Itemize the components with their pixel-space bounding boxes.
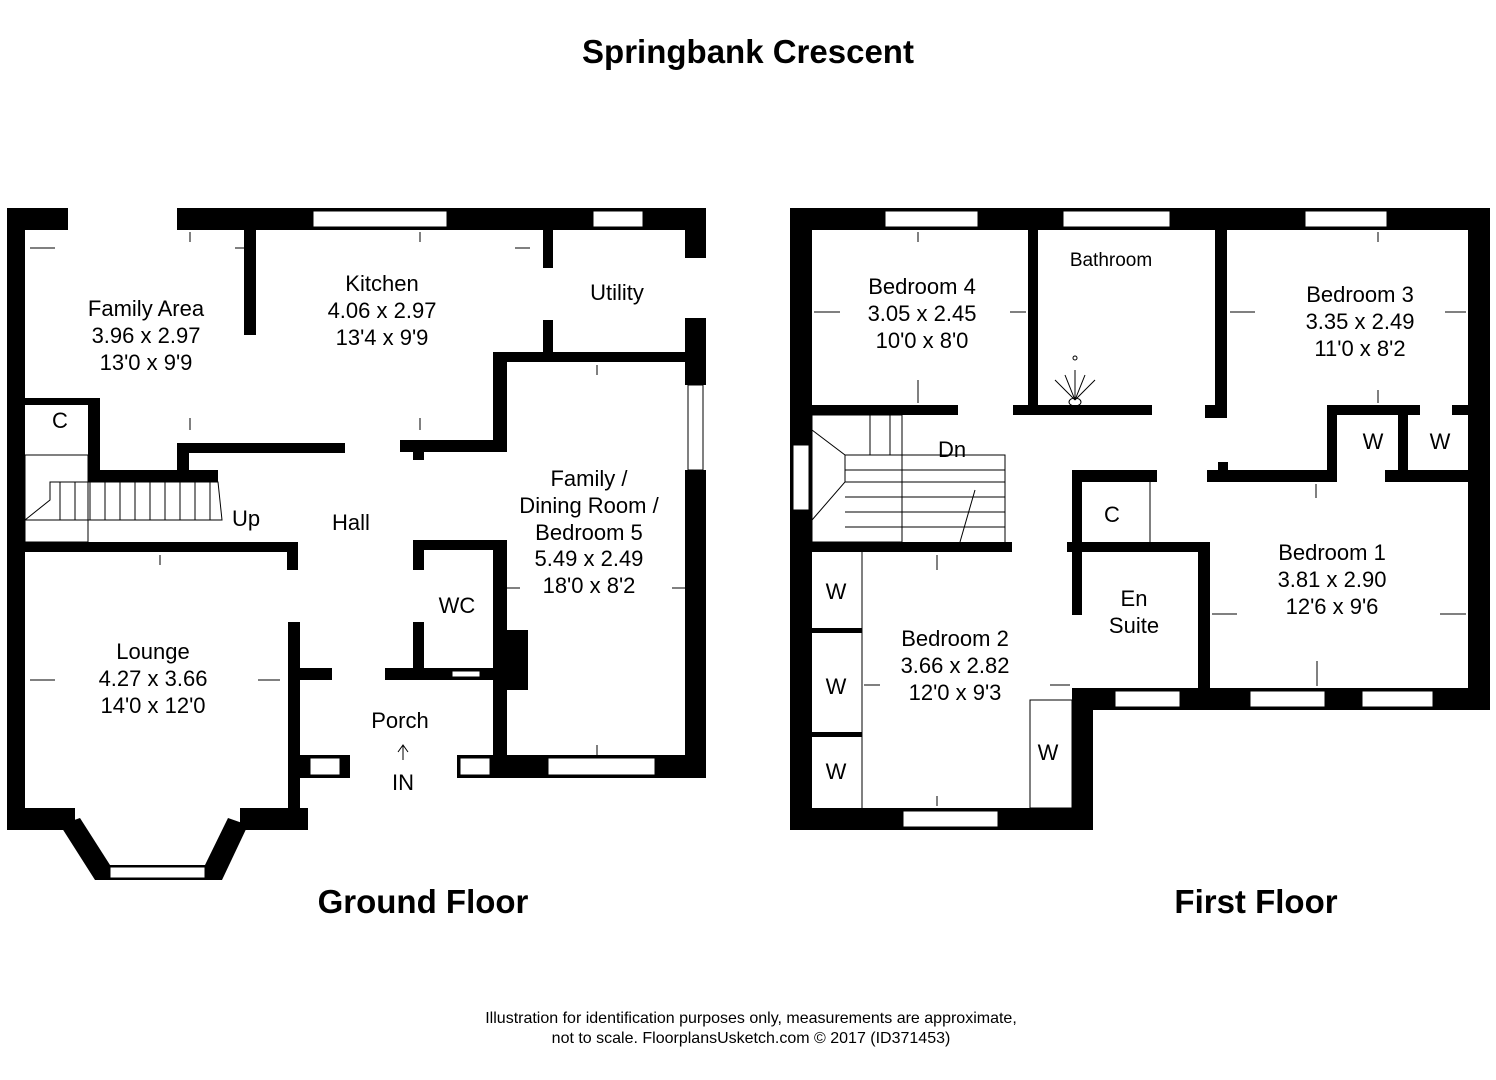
room-metric: 3.35 x 2.49 (1305, 308, 1415, 334)
room-metric: 5.49 x 2.49 (534, 546, 644, 572)
room-imperial: 13'0 x 9'9 (99, 349, 193, 375)
room-family-area: Family Area 3.96 x 2.97 13'0 x 9'9 (88, 296, 204, 376)
room-utility: Utility (590, 280, 644, 305)
room-name: Lounge (116, 639, 190, 664)
first-floor-windows (792, 210, 1434, 828)
cupboard-label: C (1104, 502, 1120, 527)
stairs-up-label: Up (231, 506, 261, 531)
wardrobe-label: W (825, 759, 847, 784)
disclaimer-line-2: not to scale. FloorplansUsketch.com © 20… (551, 1029, 951, 1047)
room-bathroom: Bathroom (1069, 250, 1153, 271)
room-name-line1: En (1120, 586, 1148, 611)
room-name: Bedroom 3 (1306, 282, 1414, 307)
first-floor-fittings (811, 355, 1151, 809)
room-name: Bedroom 4 (868, 274, 976, 299)
page-title: Springbank Crescent (582, 33, 914, 70)
room-hall: Hall (332, 510, 370, 535)
room-kitchen: Kitchen 4.06 x 2.97 13'4 x 9'9 (328, 271, 437, 351)
room-imperial: 13'4 x 9'9 (335, 324, 429, 350)
room-metric: 4.27 x 3.66 (98, 665, 208, 691)
disclaimer: Illustration for identification purposes… (485, 1009, 1017, 1048)
room-imperial: 11'0 x 8'2 (1314, 335, 1406, 361)
room-name: Bedroom 1 (1278, 540, 1386, 565)
wardrobe-label: W (1362, 429, 1384, 454)
room-metric: 3.81 x 2.90 (1277, 566, 1387, 592)
room-imperial: 14'0 x 12'0 (100, 692, 206, 718)
wardrobe-label: W (1429, 429, 1451, 454)
ground-floor-heading: Ground Floor (317, 883, 529, 920)
room-name: Bedroom 2 (901, 626, 1009, 651)
room-porch: Porch (371, 708, 429, 733)
room-name-line3: Bedroom 5 (535, 519, 643, 545)
room-bedroom-1: Bedroom 1 3.81 x 2.90 12'6 x 9'6 (1278, 540, 1387, 620)
first-floor-heading: First Floor (1174, 883, 1338, 920)
room-metric: 3.96 x 2.97 (91, 322, 201, 348)
room-lounge: Lounge 4.27 x 3.66 14'0 x 12'0 (99, 639, 208, 719)
room-family-dining: Family / Dining Room / Bedroom 5 5.49 x … (519, 466, 658, 600)
entrance-label: IN (392, 770, 414, 795)
room-imperial: 12'6 x 9'6 (1285, 593, 1379, 619)
room-name: Family Area (87, 296, 205, 321)
room-imperial: 12'0 x 9'3 (908, 679, 1002, 705)
ground-floor-windows (109, 210, 704, 879)
room-name-line1: Family / (550, 466, 628, 491)
room-imperial: 18'0 x 8'2 (542, 573, 636, 599)
stairs-down-label: Dn (937, 437, 967, 462)
room-imperial: 10'0 x 8'0 (875, 327, 969, 353)
room-metric: 3.05 x 2.45 (867, 300, 977, 326)
room-bedroom-4: Bedroom 4 3.05 x 2.45 10'0 x 8'0 (868, 274, 977, 354)
wardrobe-label: W (825, 579, 847, 604)
disclaimer-line-1: Illustration for identification purposes… (485, 1010, 1017, 1027)
wardrobe-label: W (1037, 740, 1059, 765)
room-bedroom-2: Bedroom 2 3.66 x 2.82 12'0 x 9'3 (901, 626, 1010, 706)
room-en-suite: En Suite (1109, 586, 1159, 640)
wardrobe-label: W (825, 674, 847, 699)
dimension-arrows (30, 232, 1466, 806)
room-metric: 4.06 x 2.97 (327, 297, 437, 323)
room-name-line2: Dining Room / (519, 492, 659, 518)
room-wc: WC (438, 593, 476, 618)
ground-floor-stairs (24, 454, 223, 543)
room-name: Kitchen (345, 271, 419, 296)
room-bedroom-3: Bedroom 3 3.35 x 2.49 11'0 x 8'2 (1306, 282, 1415, 362)
room-name-line2: Suite (1108, 612, 1160, 638)
room-metric: 3.66 x 2.82 (900, 652, 1010, 678)
cupboard-label: C (52, 408, 68, 433)
